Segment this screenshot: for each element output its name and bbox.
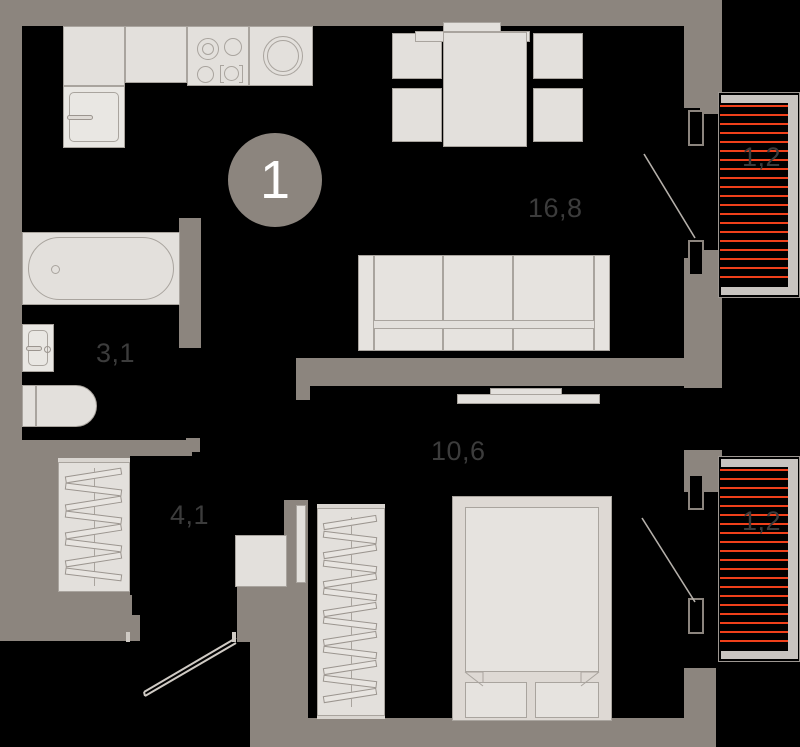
wardrobe-bedroom-hangers-icon (318, 509, 384, 715)
toilet-tank (22, 385, 36, 427)
burner-bottom-right-icon (224, 66, 239, 81)
bathtub-inner (28, 237, 174, 300)
burner-bracket-right-top-icon (239, 65, 243, 66)
balcony-top-rail-top (721, 95, 797, 103)
wall-exterior-right-upper-in (700, 92, 722, 114)
room-count-badge-label: 1 (259, 150, 291, 210)
room-count-badge: 1 (228, 133, 322, 227)
burner-large-inner-icon (202, 43, 214, 55)
burner-bracket-left-icon (220, 65, 221, 83)
washer-drum-inner-icon (267, 40, 299, 72)
door-jamb-left (126, 632, 130, 642)
bathroom-area-label: 3,1 (96, 338, 136, 368)
wall-living-bedroom (296, 358, 700, 386)
bathtub-drain-icon (51, 265, 60, 274)
tv-console (457, 394, 600, 404)
dining-chair-bottom-left (392, 88, 442, 142)
burner-large-icon (197, 38, 219, 60)
wardrobe-bedroom-door-edge (317, 504, 385, 508)
balcony-top-hatch (720, 105, 788, 285)
balcony-bottom: 1,2 (718, 456, 800, 662)
wall-bathroom-right (179, 218, 201, 348)
washbasin (22, 324, 54, 372)
kitchen-sink (63, 86, 125, 148)
balcony-door-top-upper[interactable] (688, 110, 704, 146)
dining-table (443, 32, 527, 147)
wardrobe-bedroom-base-edge (317, 716, 385, 719)
sofa-arm-left (358, 255, 374, 351)
toilet-bowl (36, 385, 97, 427)
bed-blanket-fold-icon (464, 671, 600, 687)
kitchen-counter-left (63, 26, 125, 86)
wall-hall-left-jamb (124, 595, 132, 641)
bed-pillow-right (535, 682, 599, 718)
wall-exterior-top (0, 0, 722, 26)
hallway-area-label: 4,1 (170, 500, 210, 530)
balcony-door-bottom-lower[interactable] (688, 598, 704, 634)
kitchen-counter-mid (125, 26, 187, 83)
wardrobe-hallway (58, 462, 130, 592)
balcony-top-rail-bottom (721, 287, 797, 295)
sofa-seat-3 (513, 328, 594, 351)
wall-living-bedroom-stub (296, 386, 310, 400)
wardrobe-hallway-hangers-icon (59, 463, 129, 591)
burner-bracket-left-bot-icon (220, 82, 224, 83)
burner-bracket-right-bot-icon (239, 82, 243, 83)
washer-drum-outer-icon (263, 36, 303, 76)
balcony-bottom-hatch (720, 469, 788, 649)
balcony-bottom-area-label: 1,2 (742, 506, 782, 536)
sofa-seat-2 (443, 328, 513, 351)
washbasin-faucet-icon (26, 346, 42, 351)
balcony-bottom-rail-bottom (721, 651, 797, 659)
bathtub (22, 232, 180, 305)
wardrobe-bedroom (317, 508, 385, 716)
wall-bedroom-bottom (296, 718, 716, 747)
sofa-cushion-3 (513, 255, 594, 321)
dining-chair-bottom-right (533, 88, 583, 142)
burner-bracket-left-top-icon (220, 65, 224, 66)
door-jamb-right (232, 632, 236, 642)
wardrobe-bedroom-side-panel (296, 505, 306, 583)
wall-bathroom-bottom-stub (186, 438, 200, 452)
bed-mattress (465, 507, 599, 672)
balcony-top-rail-right (788, 95, 798, 295)
balcony-top-area-label: 1,2 (742, 142, 782, 172)
washbasin-tap-dot-icon (44, 346, 51, 353)
balcony-door-bottom-upper[interactable] (688, 474, 704, 510)
balcony-bottom-rail-top (721, 459, 797, 467)
burner-bracket-right-icon (242, 65, 243, 83)
sofa (358, 255, 610, 351)
wall-bathroom-bottom (22, 440, 192, 456)
wall-exterior-right-mid (684, 258, 722, 388)
burner-top-right-icon (224, 38, 242, 56)
kitchen-faucet-icon (67, 115, 93, 120)
wardrobe-hallway-door-edge (58, 458, 130, 462)
cooktop (187, 26, 249, 86)
sofa-arm-right (594, 255, 610, 351)
washing-machine (249, 26, 313, 86)
entry-cabinet (235, 535, 287, 587)
living-area-label: 16,8 (528, 193, 583, 223)
toilet (22, 385, 97, 427)
bedroom-area-label: 10,6 (431, 436, 486, 466)
sofa-cushion-2 (443, 255, 513, 321)
double-bed (452, 496, 612, 721)
sofa-cushion-1 (374, 255, 443, 321)
wall-bedroom-right (684, 668, 716, 720)
balcony-top: 1,2 (718, 92, 800, 298)
dining-chair-top-right (533, 33, 583, 79)
balcony-door-top-lower[interactable] (688, 240, 704, 276)
wall-exterior-right-upper (684, 0, 722, 108)
balcony-bottom-rail-right (788, 459, 798, 659)
sofa-seat-1 (374, 328, 443, 351)
burner-bottom-left-icon (197, 66, 214, 83)
wall-exterior-right-mid-top (700, 250, 722, 266)
bed-pillow-left (465, 682, 527, 718)
